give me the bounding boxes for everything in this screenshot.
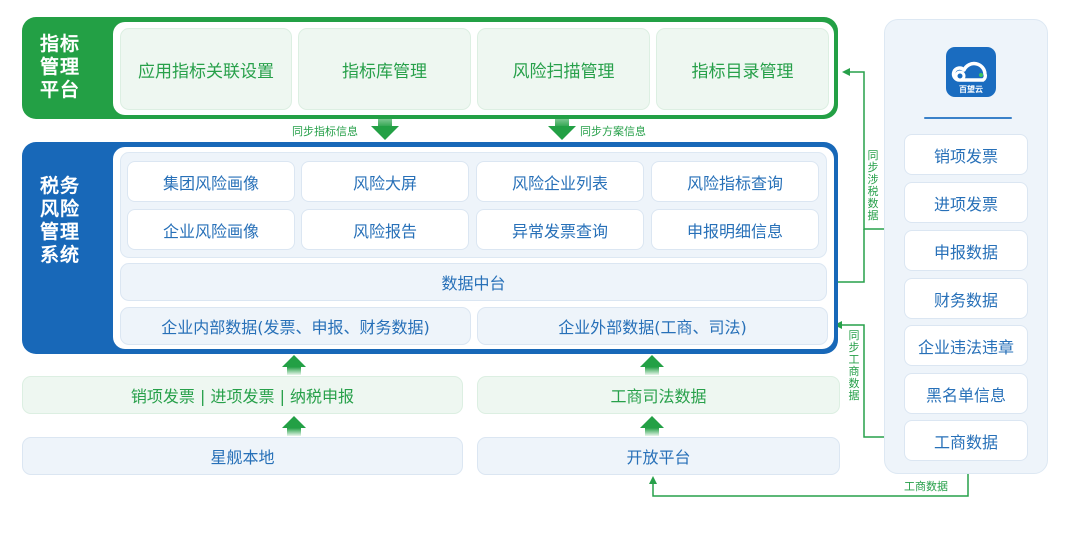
business-data-bottom-line xyxy=(652,474,969,497)
arrowhead-icon xyxy=(834,321,842,329)
up-arrow-icon xyxy=(282,416,306,436)
module-risk-report[interactable]: 风险报告 xyxy=(301,209,469,250)
module-group-risk-profile[interactable]: 集团风险画像 xyxy=(127,161,295,202)
arrowhead-icon xyxy=(842,68,850,76)
risk-system-title: 税务 风险 管理 系统 xyxy=(40,175,100,267)
module-risk-dashboard[interactable]: 风险大屏 xyxy=(301,161,469,202)
arrowhead-icon xyxy=(649,476,657,484)
sync-business-data-label: 同步工商数据 xyxy=(848,329,860,402)
module-risk-indicator-query[interactable]: 风险指标查询 xyxy=(651,161,819,202)
title-line: 系统 xyxy=(40,244,81,266)
title-line: 指标 xyxy=(40,33,81,55)
local-data-sources[interactable]: 销项发票 | 进项发票 | 纳税申报 xyxy=(22,376,463,414)
external-data[interactable]: 企业外部数据(工商、司法) xyxy=(477,307,828,345)
source-blacklist-info[interactable]: 黑名单信息 xyxy=(904,373,1028,414)
source-financial-data[interactable]: 财务数据 xyxy=(904,278,1028,319)
module-app-indicator-link[interactable]: 应用指标关联设置 xyxy=(120,28,292,110)
sync-indicator-info-label: 同步指标信息 xyxy=(292,125,358,138)
title-line: 风险 xyxy=(40,198,81,220)
data-center[interactable]: 数据中台 xyxy=(120,263,827,301)
module-indicator-catalog[interactable]: 指标目录管理 xyxy=(656,28,829,110)
title-line: 管理 xyxy=(40,56,81,78)
module-company-risk-profile[interactable]: 企业风险画像 xyxy=(127,209,295,250)
baiwang-cloud-logo-text: 百望云 xyxy=(959,85,983,94)
title-line: 税务 xyxy=(40,175,81,197)
up-arrow-icon xyxy=(640,416,664,436)
sync-tax-data-line-to-center xyxy=(834,229,865,283)
module-indicator-library[interactable]: 指标库管理 xyxy=(298,28,471,110)
source-business-data[interactable]: 工商数据 xyxy=(904,420,1028,461)
up-arrow-icon xyxy=(640,355,664,375)
business-judicial-data[interactable]: 工商司法数据 xyxy=(477,376,840,414)
open-platform[interactable]: 开放平台 xyxy=(477,437,840,475)
logo-underline xyxy=(924,117,1012,119)
source-output-invoice[interactable]: 销项发票 xyxy=(904,134,1028,175)
source-input-invoice[interactable]: 进项发票 xyxy=(904,182,1028,223)
source-violation-records[interactable]: 企业违法违章 xyxy=(904,325,1028,366)
xingjian-local[interactable]: 星舰本地 xyxy=(22,437,463,475)
module-abnormal-invoice-query[interactable]: 异常发票查询 xyxy=(476,209,644,250)
up-arrow-icon xyxy=(282,355,306,375)
title-line: 管理 xyxy=(40,221,81,243)
cloud-icon xyxy=(951,61,988,82)
module-declaration-detail[interactable]: 申报明细信息 xyxy=(651,209,819,250)
module-risk-scan[interactable]: 风险扫描管理 xyxy=(477,28,650,110)
sync-tax-data-line xyxy=(846,71,884,230)
source-declaration-data[interactable]: 申报数据 xyxy=(904,230,1028,271)
business-data-label: 工商数据 xyxy=(904,480,948,493)
title-line: 平台 xyxy=(40,79,81,101)
sync-plan-info-label: 同步方案信息 xyxy=(580,125,646,138)
indicator-platform-title: 指标 管理 平台 xyxy=(40,33,100,102)
baiwang-cloud-logo xyxy=(946,47,996,97)
internal-data[interactable]: 企业内部数据(发票、申报、财务数据) xyxy=(120,307,471,345)
module-risk-company-list[interactable]: 风险企业列表 xyxy=(476,161,644,202)
sync-tax-data-label: 同步涉税数据 xyxy=(867,149,879,222)
